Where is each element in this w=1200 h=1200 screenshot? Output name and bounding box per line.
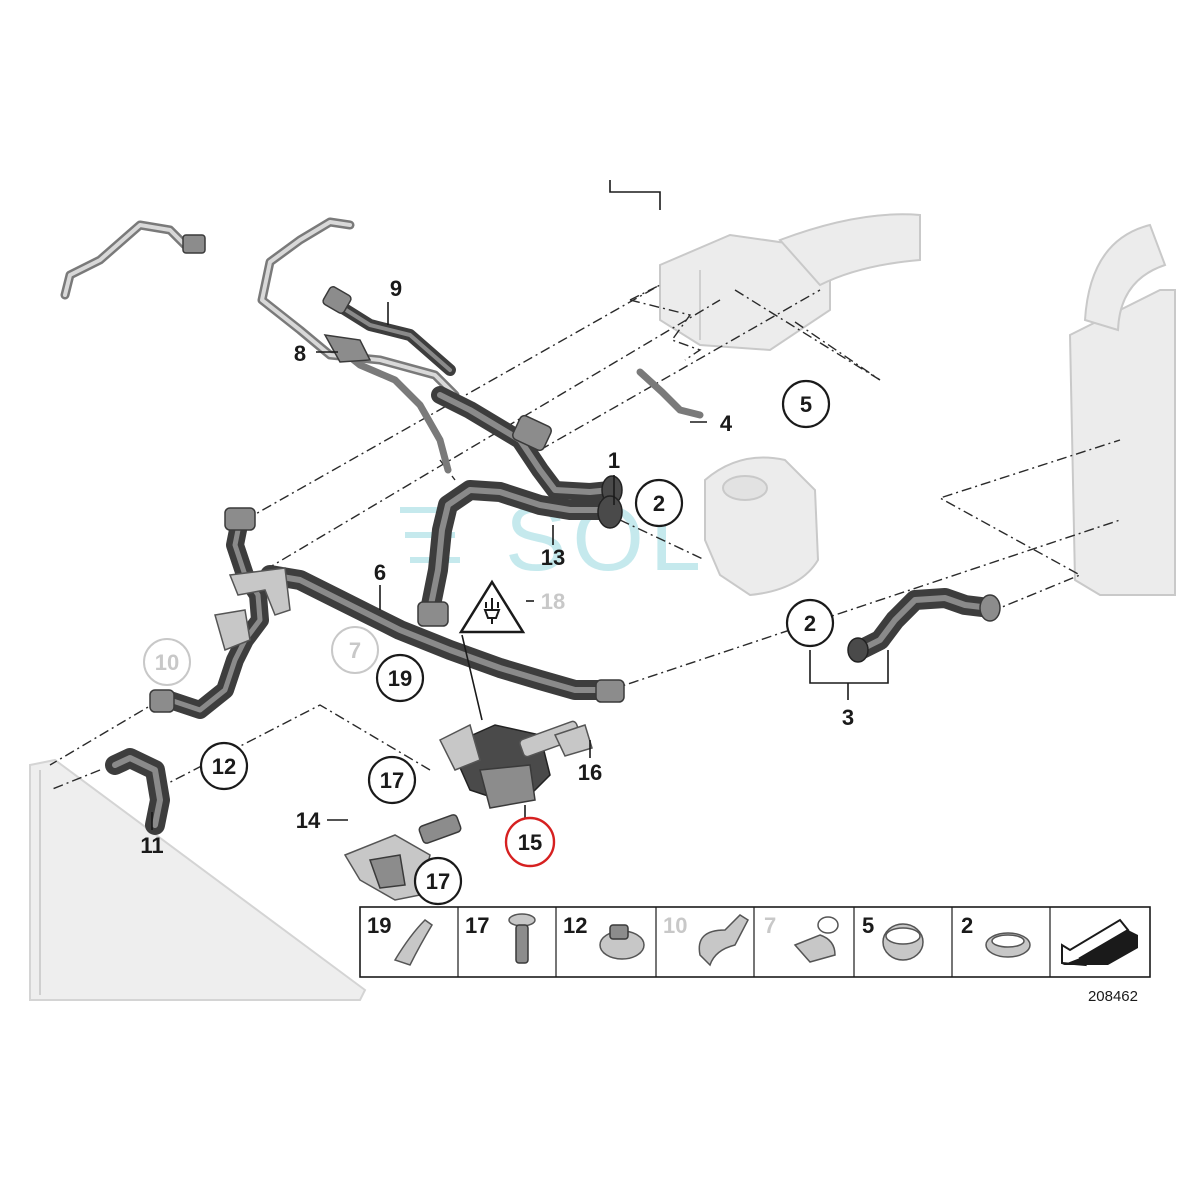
svg-text:1: 1 [608,448,620,473]
svg-text:17: 17 [465,913,489,938]
svg-text:18: 18 [541,589,565,614]
svg-text:2: 2 [961,913,973,938]
svg-text:5: 5 [800,392,812,417]
svg-text:2: 2 [804,611,816,636]
svg-text:8: 8 [294,341,306,366]
hose-11 [105,748,170,835]
callout-1: 1 [608,448,620,473]
legend-item-5: 5 [862,913,924,961]
callout-13: 13 [541,545,565,570]
callout-4: 4 [720,411,733,436]
callout-5: 5 [781,379,831,429]
intercooler-ghost [1068,223,1176,596]
view-direction-arrow-icon [1061,918,1138,967]
clamp-16 [553,724,593,757]
svg-text:9: 9 [390,276,402,301]
svg-text:7: 7 [764,913,776,938]
svg-text:6: 6 [374,560,386,585]
leader-lines [151,180,889,830]
callout-3: 3 [842,705,854,730]
hose-6 [260,565,625,703]
hose-13 [417,480,623,627]
svg-text:12: 12 [563,913,587,938]
hose-10-cluster [149,507,291,719]
callout-16: 16 [578,760,602,785]
callout-15: 15 [504,816,556,868]
svg-text:14: 14 [296,808,321,833]
svg-text:4: 4 [720,411,733,436]
air-filter-housing-ghost [659,213,921,352]
hose-9 [322,286,456,376]
callout-12: 12 [199,741,249,791]
svg-text:12: 12 [212,754,236,779]
legend-item-19: 19 [367,913,433,966]
callout-10: 10 [143,638,191,686]
svg-text:11: 11 [140,833,163,858]
svg-text:19: 19 [367,913,391,938]
callout-19: 19 [375,653,425,703]
svg-text:3: 3 [842,705,854,730]
callout-17-lower: 17 [413,856,463,906]
callout-17-upper: 17 [367,755,417,805]
svg-text:2: 2 [653,491,665,516]
callout-7: 7 [331,626,379,674]
pipe-assembly-9 [60,217,460,400]
callout-18: 18 [541,589,565,614]
svg-text:16: 16 [578,760,602,785]
callout-11: 11 [140,833,163,858]
svg-text:15: 15 [518,830,542,855]
callout-6: 6 [374,560,386,585]
callout-2-upper: 2 [634,478,684,528]
legend-item-17: 17 [465,913,536,964]
callout-14: 14 [296,808,321,833]
radiator-ghost [29,758,367,1001]
callout-2-lower: 2 [785,598,835,648]
svg-text:13: 13 [541,545,565,570]
assembly-lines [49,284,1121,791]
svg-text:10: 10 [663,913,687,938]
hose-3 [847,588,1001,663]
callout-9: 9 [390,276,402,301]
legend-item-2: 2 [961,913,1031,958]
legend-item-7: 7 [764,913,839,963]
legend-item-10: 10 [663,913,749,967]
svg-text:10: 10 [155,650,179,675]
document-number: 208462 [1088,988,1138,1005]
svg-text:7: 7 [349,638,361,663]
expansion-tank-ghost [704,456,820,597]
electric-water-pump-15 [438,634,581,809]
legend-item-12: 12 [563,913,645,960]
legend-strip: 19 17 12 10 7 5 2 [359,906,1151,978]
svg-text:5: 5 [862,913,874,938]
svg-text:19: 19 [388,666,412,691]
hose-1 [431,386,623,505]
hose-4 [636,368,704,419]
hose-8 [323,334,452,474]
svg-text:17: 17 [426,869,450,894]
svg-text:17: 17 [380,768,404,793]
callout-8: 8 [294,341,306,366]
warning-electrical-icon [458,579,534,634]
